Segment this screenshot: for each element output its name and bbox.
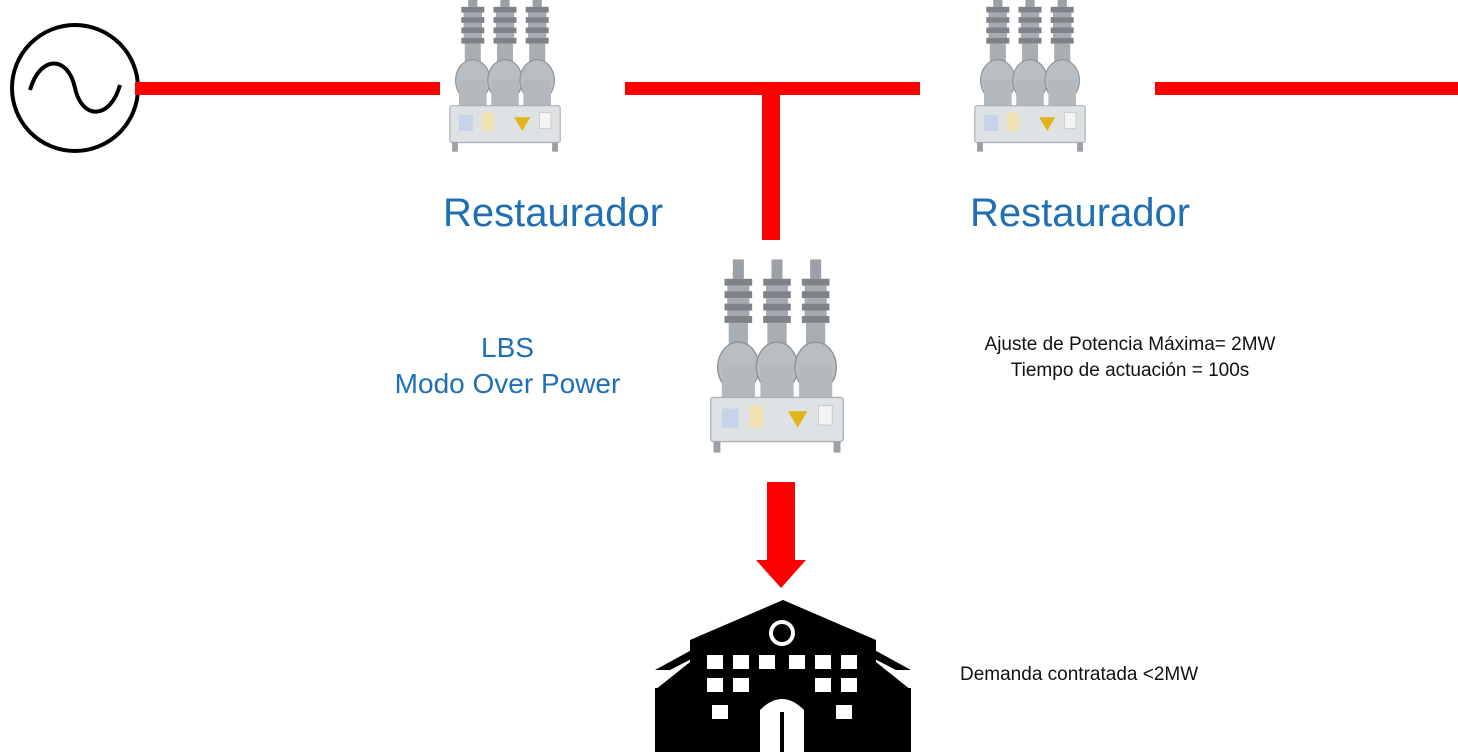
recloser-1-label: Restaurador [443, 191, 664, 235]
recloser-1-image [450, 0, 560, 152]
building-icon [655, 600, 911, 752]
lbs-mode: Modo Over Power [394, 368, 621, 399]
branch-line [762, 88, 780, 240]
down-arrow-icon [756, 482, 806, 588]
contracted-demand-label: Demanda contratada <2MW [960, 664, 1199, 685]
ac-source-icon [10, 23, 140, 153]
settings-note: Ajuste de Potencia Máxima= 2MW Tiempo de… [900, 332, 1360, 384]
recloser-2-label: Restaurador [970, 191, 1191, 235]
feeder-line [135, 82, 1458, 240]
recloser-2-image [975, 0, 1085, 152]
lbs-title: LBS [481, 332, 534, 363]
lbs-label: LBS Modo Over Power [345, 330, 670, 402]
max-power-setting: Ajuste de Potencia Máxima= 2MW [984, 334, 1276, 355]
lbs-switch-image [711, 259, 843, 452]
operate-time-setting: Tiempo de actuación = 100s [1010, 360, 1250, 381]
line-segment-3 [1155, 82, 1458, 95]
line-segment-1 [135, 82, 440, 95]
